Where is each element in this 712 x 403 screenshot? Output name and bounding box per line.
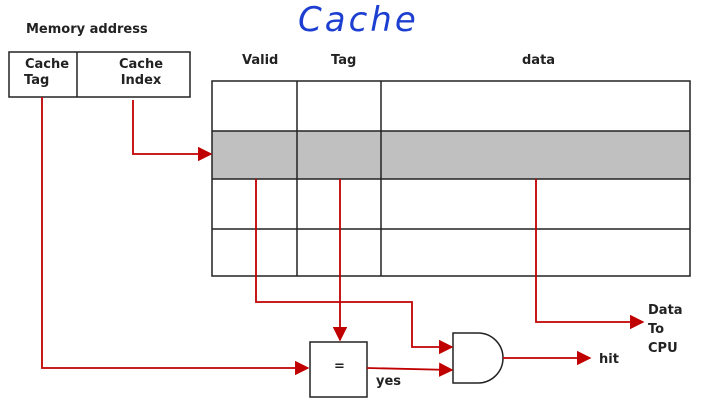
data-to-cpu-label: Data To CPU (648, 303, 683, 357)
cache-table (211, 80, 691, 277)
cache-index-field-label: Cache Index (115, 57, 167, 89)
column-header-valid: Valid (242, 53, 279, 68)
cache-tag-field-line: Cache (24, 57, 70, 72)
memory-address-heading: Memory address (26, 22, 148, 37)
data-to-cpu-arrow (535, 179, 645, 330)
data-to-cpu-line: Data (648, 303, 683, 318)
data-to-cpu-line: To (648, 322, 665, 337)
yes-label: yes (376, 374, 402, 389)
address-tag-wire (41, 97, 310, 376)
memory-address-box (8, 51, 191, 98)
valid-bit-wire (255, 179, 454, 355)
cache-tag-field-line: Tag (24, 73, 50, 88)
comparator-symbol: = (334, 359, 345, 374)
data-to-cpu-line: CPU (648, 341, 678, 356)
cache-tag-field-label: Cache Tag (24, 57, 70, 89)
column-header-data: data (522, 53, 556, 68)
cache-title: Cache (298, 0, 419, 40)
comparator-output-wire (366, 362, 454, 377)
cache-index-field-line: Index (120, 73, 162, 88)
column-header-tag: Tag (331, 53, 357, 68)
index-select-arrow (132, 100, 213, 162)
and-gate (452, 332, 504, 384)
comparator-box (309, 341, 368, 398)
cache-index-field-line: Cache (118, 57, 164, 72)
hit-label: hit (599, 352, 619, 367)
selected-cache-row (212, 131, 690, 179)
